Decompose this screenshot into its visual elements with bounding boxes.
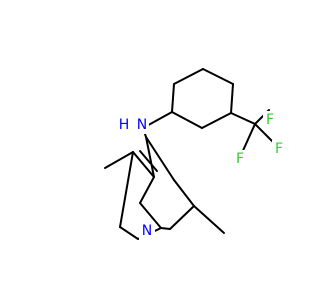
bond xyxy=(139,150,158,172)
molecule-structure: N H N F F F xyxy=(104,68,287,240)
atom-label-background xyxy=(133,116,149,134)
atom-label-background xyxy=(233,150,248,168)
atom-label-fluorine: F xyxy=(266,112,274,128)
atom-nitrogen-ring: N xyxy=(139,222,155,240)
atom-fluorine-2: F xyxy=(272,140,287,158)
bond xyxy=(193,205,225,234)
atom-label-fluorine: F xyxy=(236,151,244,167)
bond xyxy=(202,68,234,85)
bond xyxy=(145,136,175,181)
bond xyxy=(104,151,134,169)
bond xyxy=(169,205,195,230)
bond xyxy=(171,111,203,129)
bond xyxy=(230,112,256,125)
bond xyxy=(139,202,162,229)
bond xyxy=(139,176,155,204)
bond-layer xyxy=(104,68,281,240)
atom-label-fluorine: F xyxy=(275,141,283,157)
bond xyxy=(201,112,232,129)
atom-label-nitrogen: N xyxy=(142,223,152,239)
atom-hydrogen-amine: H xyxy=(117,116,132,134)
atom-nitrogen-amine: N xyxy=(133,116,149,134)
atom-label-nitrogen: N xyxy=(137,117,147,133)
atom-label-background xyxy=(272,140,287,158)
atom-label-hydrogen: H xyxy=(119,117,130,133)
atom-label-layer: N H N F F F xyxy=(117,111,287,240)
bond xyxy=(173,179,195,207)
bond xyxy=(145,136,155,178)
bond xyxy=(119,226,139,240)
bond xyxy=(240,123,256,156)
bond xyxy=(119,151,134,228)
atom-label-background xyxy=(117,116,132,134)
bond xyxy=(173,68,204,85)
bond xyxy=(132,151,155,178)
atom-label-background xyxy=(263,111,278,129)
atom-fluorine-3: F xyxy=(233,150,248,168)
bond xyxy=(160,227,171,230)
bond xyxy=(171,83,175,113)
atom-label-background xyxy=(139,222,155,240)
atom-fluorine-1: F xyxy=(263,111,278,129)
bond xyxy=(230,83,234,114)
